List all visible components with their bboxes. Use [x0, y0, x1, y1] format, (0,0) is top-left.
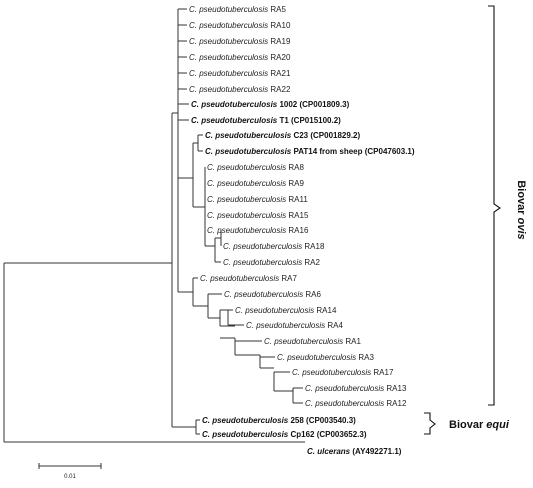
- tree-leaf-label: C. pseudotuberculosis Cp162 (CP003652.3): [202, 430, 367, 439]
- tree-leaf-label: C. pseudotuberculosis C23 (CP001829.2): [205, 131, 361, 140]
- tree-leaf-label: C. ulcerans (AY492271.1): [307, 447, 402, 456]
- tree-leaf-label: C. pseudotuberculosis RA18: [223, 242, 325, 251]
- tree-leaf-label: C. pseudotuberculosis RA6: [224, 290, 321, 299]
- tree-leaf-label: C. pseudotuberculosis RA3: [277, 353, 374, 362]
- tree-leaf-label: C. pseudotuberculosis RA22: [189, 85, 291, 94]
- tree-leaf-label: C. pseudotuberculosis PAT14 from sheep (…: [205, 147, 415, 156]
- tree-leaf-label: C. pseudotuberculosis RA9: [207, 179, 304, 188]
- tree-leaf-label: C. pseudotuberculosis RA16: [207, 226, 309, 235]
- tree-leaf-label: C. pseudotuberculosis RA5: [189, 5, 286, 14]
- tree-leaf-label: C. pseudotuberculosis RA4: [246, 321, 343, 330]
- tree-leaf-label: C. pseudotuberculosis RA15: [207, 211, 309, 220]
- scale-bar: 0.01: [38, 463, 102, 480]
- tree-leaf-label: C. pseudotuberculosis RA11: [207, 195, 308, 204]
- tree-leaf-label: C. pseudotuberculosis RA20: [189, 53, 291, 62]
- tree-leaf-label: C. pseudotuberculosis T1 (CP015100.2): [191, 116, 341, 125]
- tree-leaf-label: C. pseudotuberculosis RA19: [189, 37, 291, 46]
- tree-leaf-label: C. pseudotuberculosis RA17: [292, 368, 394, 377]
- tree-leaf-label: C. pseudotuberculosis RA21: [189, 69, 291, 78]
- tree-leaf-label: C. pseudotuberculosis RA14: [235, 306, 337, 315]
- biovar-ovis-label: Biovar ovis: [515, 180, 527, 239]
- tree-leaf-label: C. pseudotuberculosis RA2: [223, 258, 320, 267]
- tree-leaf-label: C. pseudotuberculosis RA12: [305, 399, 407, 408]
- tree-leaf-label: C. pseudotuberculosis 1002 (CP001809.3): [191, 100, 350, 109]
- tree-leaf-label: C. pseudotuberculosis RA10: [189, 21, 291, 30]
- biovar-equi-bracket: Biovar equi: [424, 412, 510, 435]
- tree-leaf-label: C. pseudotuberculosis RA1: [264, 337, 361, 346]
- tree-leaf-label: C. pseudotuberculosis RA7: [200, 274, 297, 283]
- tree-branches: [3, 8, 305, 443]
- biovar-equi-label: Biovar equi: [449, 419, 510, 431]
- leaf-labels: C. pseudotuberculosis RA5 C. pseudotuberc…: [189, 5, 415, 456]
- tree-leaf-label: C. pseudotuberculosis 258 (CP003540.3): [202, 416, 356, 425]
- tree-leaf-label: C. pseudotuberculosis RA8: [207, 163, 304, 172]
- biovar-ovis-bracket: Biovar ovis: [488, 5, 527, 406]
- tree-leaf-label: C. pseudotuberculosis RA13: [305, 384, 407, 393]
- scale-bar-label: 0.01: [64, 474, 76, 480]
